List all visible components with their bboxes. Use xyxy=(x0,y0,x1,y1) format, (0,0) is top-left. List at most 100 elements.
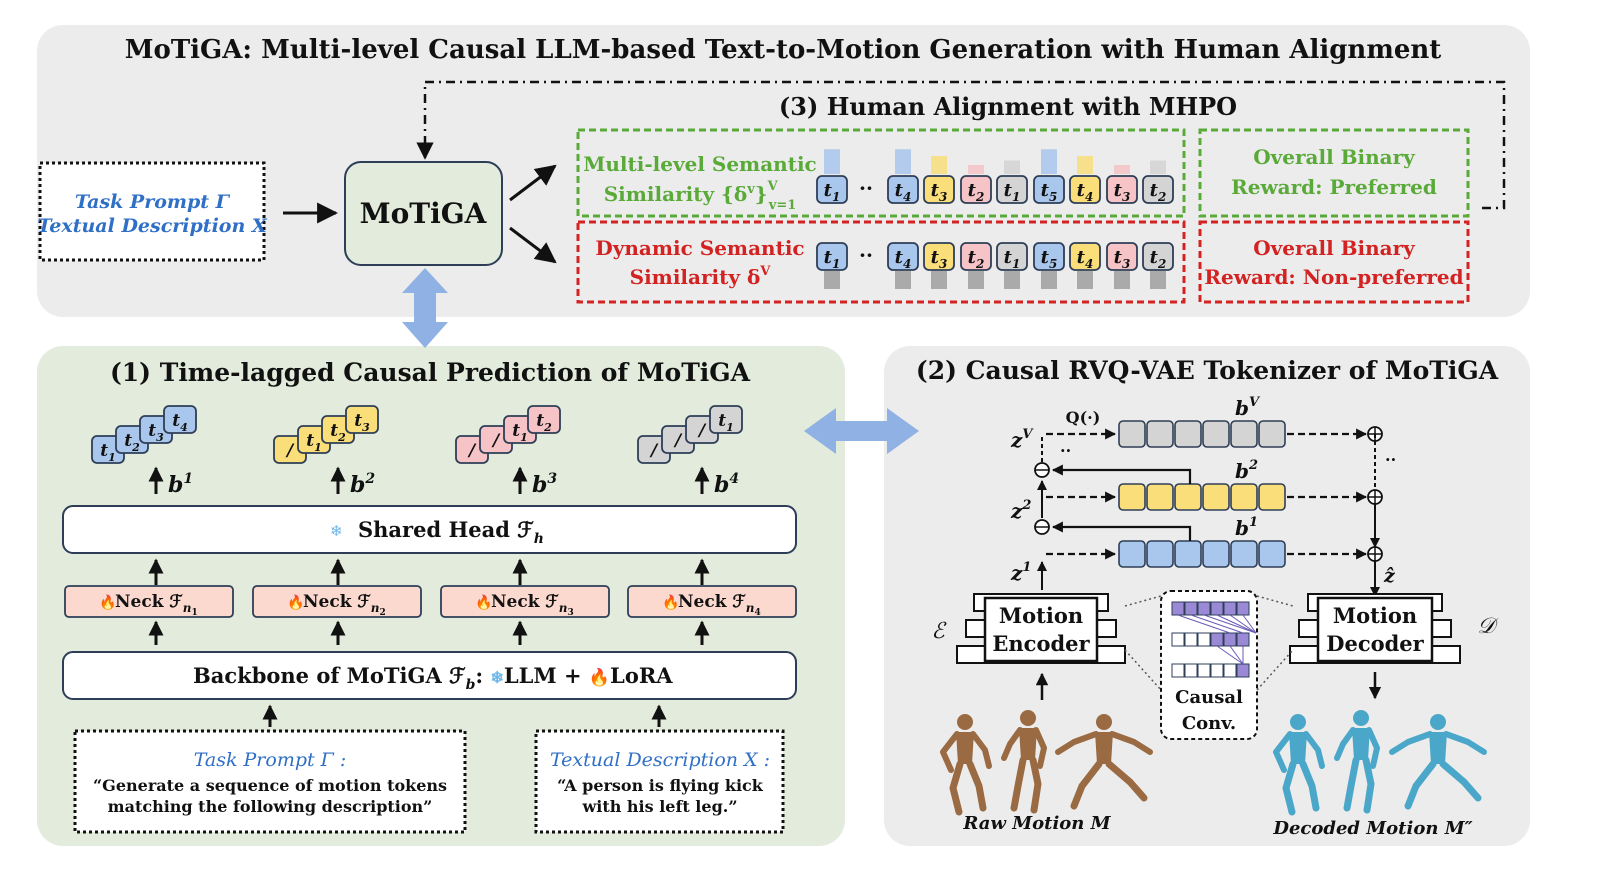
token-label: t4 xyxy=(895,180,912,204)
task-prompt-line2: matching the following description” xyxy=(108,797,433,816)
human-figure xyxy=(1055,714,1153,810)
conv-cell xyxy=(1223,601,1237,616)
token-box xyxy=(960,242,992,271)
figure-leg xyxy=(1362,756,1375,814)
textual-description-line1: “A person is flying kick xyxy=(557,776,764,795)
main-title: MoTiGA: Multi-level Causal LLM-based Tex… xyxy=(125,35,1442,65)
encoder-symbol: ℰ xyxy=(931,619,947,644)
token-label: t4 xyxy=(1077,247,1094,271)
group-b-label: b4 xyxy=(714,471,739,498)
conv-cell xyxy=(1210,601,1224,616)
figure-torso xyxy=(1095,732,1113,764)
preferred-reward-line2: Reward: Preferred xyxy=(1231,175,1437,199)
snowflake-icon: ❄ xyxy=(330,522,343,540)
conv-connection xyxy=(1242,614,1257,634)
codebook-cell xyxy=(1174,483,1202,511)
token-box xyxy=(816,175,848,204)
backbone-label: Backbone of MoTiGA ℱb: ❄LLM + 🔥LoRA xyxy=(193,663,673,693)
figure-arm xyxy=(1334,727,1356,761)
codebook-cell xyxy=(1258,483,1286,511)
token-box xyxy=(1106,242,1138,271)
fire-icon: 🔥 xyxy=(99,594,116,611)
token-box xyxy=(923,175,955,204)
figure-leg xyxy=(1439,760,1482,802)
token-box xyxy=(887,242,919,271)
token-label: t1 xyxy=(824,180,841,204)
causal-conv-grid xyxy=(1171,601,1257,678)
human-figure xyxy=(1389,714,1487,810)
stacked-token-label: / xyxy=(697,421,707,441)
task-prompt-title: Task Prompt Γ : xyxy=(194,749,347,771)
textual-description-title: Textual Description X : xyxy=(550,749,770,771)
zoom-line xyxy=(1124,595,1162,607)
preferred-ellipsis: ·· xyxy=(859,176,873,200)
zhat-label: ẑ xyxy=(1383,565,1396,587)
stacked-token-label: t2 xyxy=(330,421,346,444)
token-box xyxy=(1142,175,1174,204)
figure-arm xyxy=(1443,731,1487,755)
token-label: t3 xyxy=(1114,180,1131,204)
conv-cell xyxy=(1184,601,1198,616)
token-box xyxy=(1069,175,1101,204)
decoded-motion-label: Decoded Motion M″ xyxy=(1272,818,1472,839)
token-label: t2 xyxy=(968,180,985,204)
similarity-bar xyxy=(895,271,911,289)
token-label: t1 xyxy=(824,247,841,271)
figure-arm xyxy=(1109,731,1153,755)
motion-encoder xyxy=(956,593,1126,664)
conv-cell xyxy=(1171,663,1185,678)
codebook-cell xyxy=(1202,483,1230,511)
figure-torso xyxy=(1429,732,1447,764)
figure-leg xyxy=(1105,760,1148,802)
decoder-line1: Motion xyxy=(1333,603,1417,628)
figure-head xyxy=(1290,714,1306,730)
token-box xyxy=(996,242,1028,271)
stacked-token-label: / xyxy=(491,431,501,451)
token-label: t2 xyxy=(1150,180,1167,204)
codebook-cell xyxy=(1146,483,1174,511)
codebook-b-label: bV xyxy=(1235,395,1261,420)
fire-icon: 🔥 xyxy=(662,594,679,611)
arrow-to-preferred xyxy=(509,164,557,202)
conv-cell xyxy=(1236,632,1250,647)
figure-torso xyxy=(1289,732,1307,764)
figure-arm xyxy=(940,731,960,773)
human-figure xyxy=(940,714,992,816)
quantizer-label: Q(·) xyxy=(1066,408,1101,427)
zoom-line xyxy=(1124,649,1162,691)
figure-leg xyxy=(966,760,987,812)
conv-connection xyxy=(1177,614,1231,634)
token-box xyxy=(1069,242,1101,271)
similarity-bar xyxy=(1114,165,1130,174)
neck-label: Neck ℱn4 xyxy=(678,592,761,618)
figure-torso xyxy=(1352,728,1370,760)
token-box xyxy=(816,242,848,271)
similarity-bar xyxy=(968,165,984,174)
neck-label: Neck ℱn1 xyxy=(115,592,198,618)
conv-connection xyxy=(1229,614,1257,634)
conv-cell xyxy=(1210,632,1224,647)
conv-cell xyxy=(1171,632,1185,647)
similarity-bar xyxy=(895,149,911,174)
figure-leg xyxy=(1029,756,1042,814)
token-label: t1 xyxy=(1004,180,1021,204)
stacked-token-label: t3 xyxy=(354,411,370,434)
similarity-bar xyxy=(1041,149,1057,174)
codebook-cell xyxy=(1230,483,1258,511)
similarity-bar xyxy=(1114,271,1130,289)
figure-head xyxy=(1430,714,1446,730)
conv-connection xyxy=(1229,645,1244,665)
codebook-b-label: b1 xyxy=(1235,515,1258,540)
token-box xyxy=(960,175,992,204)
conv-cell xyxy=(1171,601,1185,616)
similarity-bar xyxy=(1150,160,1166,174)
zoom-line xyxy=(1256,649,1294,691)
figure-torso xyxy=(1019,728,1037,760)
conv-cell xyxy=(1236,663,1250,678)
figure-arm xyxy=(1055,731,1099,755)
decoder-symbol: 𝒟 xyxy=(1477,614,1499,639)
stacked-token-label: t3 xyxy=(148,421,164,444)
